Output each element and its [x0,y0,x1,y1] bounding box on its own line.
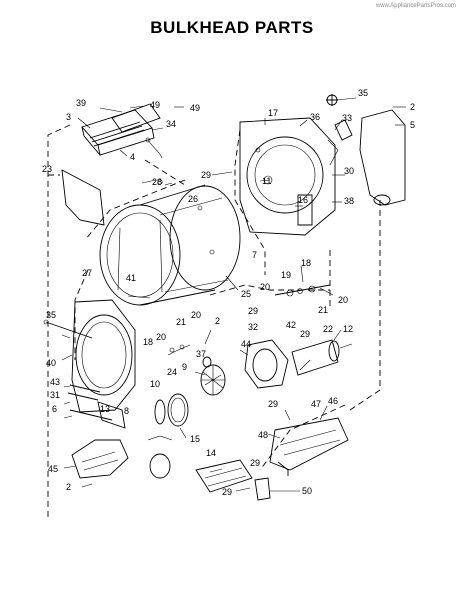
callout-label: 20 [156,332,166,342]
callout-label: 20 [260,282,270,292]
thermostat-assembly [326,94,353,166]
callout-label: 4 [130,152,135,162]
callout-numbers: 39 49 49 3 34 4 17 36 33 35 2 5 23 28 26… [42,88,415,497]
drum-glides [167,284,331,356]
callout-label: 29 [268,399,278,409]
exhaust-duct-front [71,439,129,479]
callout-label: 46 [328,396,338,406]
callout-label: 17 [268,108,278,118]
callout-label: 20 [191,310,201,320]
callout-label: 18 [301,258,311,268]
callout-label: 20 [338,295,348,305]
callout-label: 29 [300,329,310,339]
callout-label: 2 [215,316,220,326]
callout-label: 43 [50,377,60,387]
lint-filter-screen [61,169,105,226]
callout-label: 29 [248,306,258,316]
watermark: www.AppliancePartsPros.com [375,3,456,9]
callout-label: 21 [176,317,186,327]
callout-label: 34 [166,119,176,129]
callout-label: 45 [48,464,58,474]
front-panel-brackets [67,384,126,429]
callout-label: 11 [262,176,271,186]
callout-label: 12 [343,324,353,334]
callout-label: 32 [248,322,258,332]
drive-motor [244,339,353,389]
callout-label: 2 [410,102,415,112]
callout-label: 49 [150,100,160,110]
heater-assembly [269,417,349,476]
blower-wheel [200,356,226,396]
callout-label: 49 [190,103,200,113]
callout-label: 29 [222,487,232,497]
callout-label: 14 [206,448,216,458]
callout-label: 2 [66,482,71,492]
front-bulkhead [71,299,136,413]
callout-label: 37 [196,349,206,359]
callout-label: 38 [344,196,354,206]
callout-label: 26 [188,194,198,204]
callout-label: 28 [152,177,162,187]
rear-bulkhead [239,117,336,236]
sensor-bracket [195,459,271,501]
callout-label: 5 [410,120,415,130]
callout-label: 50 [302,486,312,496]
callout-label: 21 [318,305,328,315]
callout-label: 18 [143,337,153,347]
callout-label: 31 [50,390,60,400]
drum-screws [141,179,173,186]
callout-label: 24 [167,367,177,377]
callout-label: 19 [281,270,291,280]
callout-leader-lines [61,97,406,492]
callout-label: 35 [358,88,368,98]
lint-screen-grille [111,103,161,133]
lint-screen-wire-harness [145,137,163,159]
callout-label: 41 [126,273,136,283]
callout-label: 42 [286,320,296,330]
callout-label: 39 [76,98,86,108]
callout-label: 15 [190,434,200,444]
drum-seals [147,393,189,479]
callout-label: 3 [66,112,71,122]
callout-label: 36 [310,112,320,122]
callout-label: 40 [46,358,56,368]
callout-label: 23 [42,164,52,174]
callout-label: 30 [344,166,354,176]
dryer-drum [99,184,241,306]
callout-label: 8 [124,406,129,416]
callout-label: 16 [298,195,308,205]
callout-label: 22 [323,324,333,334]
callout-label: 48 [258,430,268,440]
assembly-guide-lines [47,124,381,520]
exhaust-duct [359,109,406,206]
callout-label: 47 [311,399,321,409]
callout-label: 29 [250,458,260,468]
lint-screen-housing [81,109,155,156]
callout-label: 9 [182,362,187,372]
callout-label: 44 [241,339,251,349]
callout-label: 6 [52,404,57,414]
callout-label: 7 [252,250,257,260]
callout-label: 35 [46,310,56,320]
callout-label: 33 [342,113,352,123]
callout-label: 13 [100,404,110,414]
front-bulkhead-rod [43,319,93,339]
callout-label: 25 [241,289,251,299]
callout-label: 10 [150,379,160,389]
page-title: BULKHEAD PARTS [150,18,314,37]
callout-label: 29 [201,170,211,180]
callout-label: 27 [82,268,92,278]
